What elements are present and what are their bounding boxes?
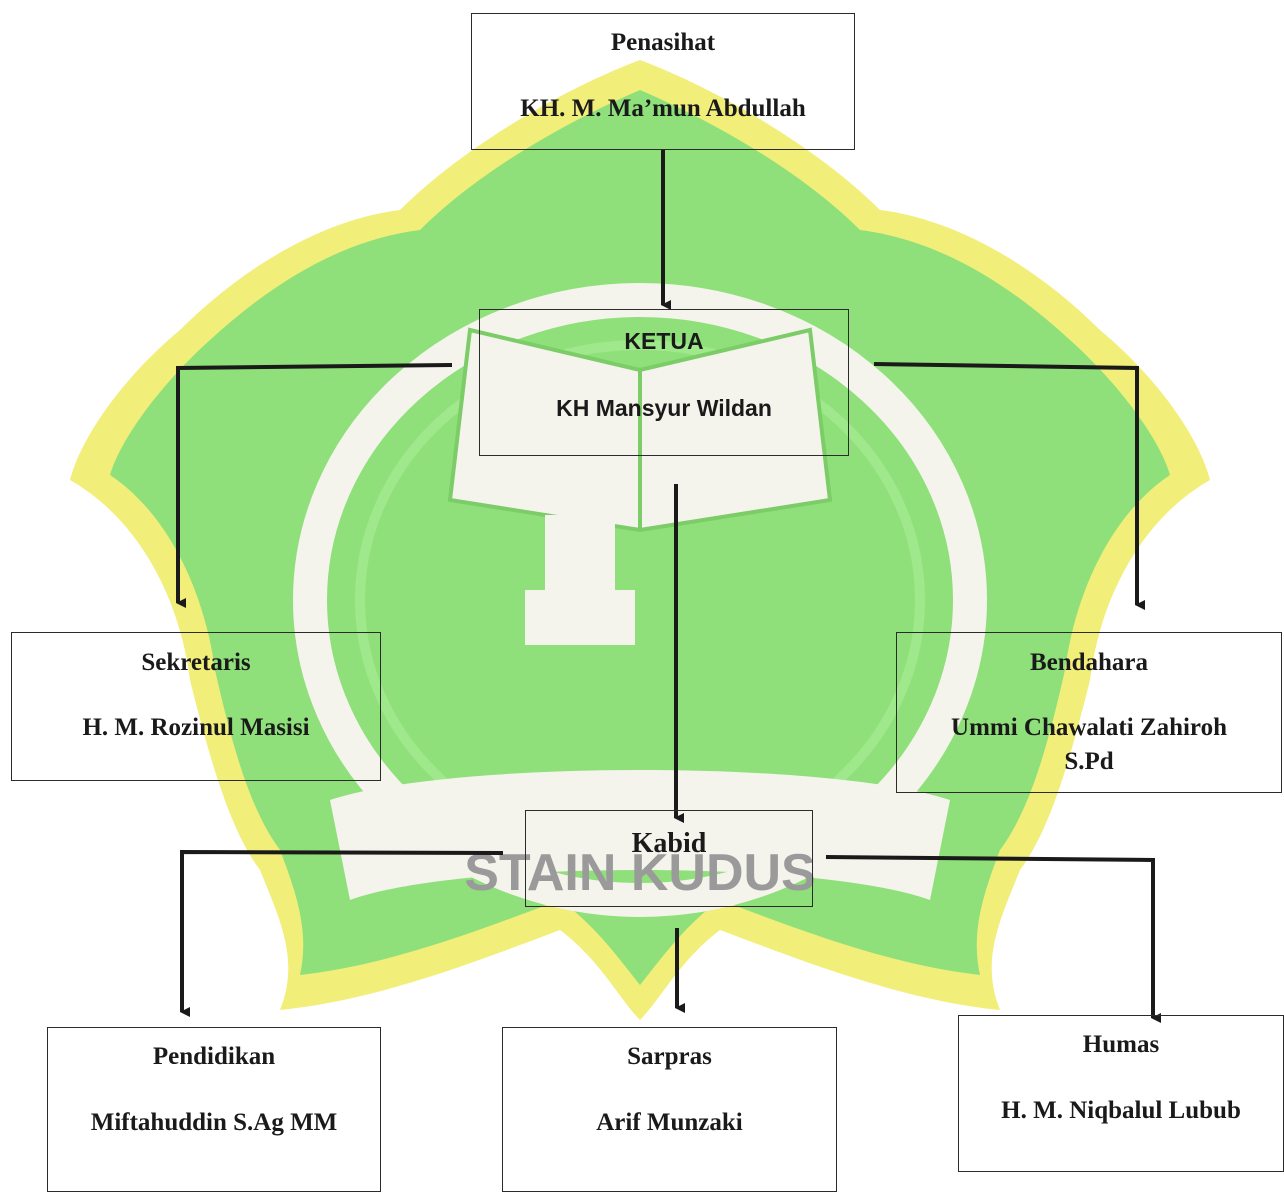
- penasihat-box: Penasihat KH. M. Ma’mun Abdullah: [471, 13, 855, 150]
- sekretaris-box: Sekretaris H. M. Rozinul Masisi: [11, 632, 381, 781]
- kabid-box: Kabid: [525, 810, 813, 907]
- humas-title: Humas: [1082, 1031, 1160, 1058]
- pendidikan-title: Pendidikan: [152, 1043, 276, 1070]
- sekretaris-name: H. M. Rozinul Masisi: [82, 714, 310, 741]
- sarpras-box: Sarpras Arif Munzaki: [502, 1027, 837, 1192]
- ketua-name: KH Mansyur Wildan: [556, 395, 772, 421]
- sarpras-title: Sarpras: [627, 1043, 712, 1070]
- penasihat-title: Penasihat: [610, 29, 716, 56]
- logo-text: STAIN KUDUS: [464, 844, 815, 902]
- bendahara-name-line2: S.Pd: [1064, 748, 1114, 775]
- sekretaris-title: Sekretaris: [141, 649, 251, 676]
- humas-name: H. M. Niqbalul Lubub: [1001, 1097, 1241, 1124]
- sarpras-name: Arif Munzaki: [596, 1109, 743, 1136]
- pendidikan-box: Pendidikan Miftahuddin S.Ag MM: [47, 1027, 381, 1192]
- ketua-title: KETUA: [624, 328, 704, 354]
- pendidikan-name: Miftahuddin S.Ag MM: [90, 1109, 338, 1136]
- arrow-kabid-to-pendidikan: [180, 849, 504, 1017]
- bendahara-box: Bendahara Ummi Chawalati Zahiroh S.Pd: [896, 632, 1282, 793]
- arrow-ketua-to-sekretaris: [176, 363, 453, 608]
- ketua-box: KETUA KH Mansyur Wildan: [479, 309, 849, 456]
- arrow-ketua-to-bendahara: [873, 362, 1145, 610]
- penasihat-name: KH. M. Ma’mun Abdullah: [520, 95, 806, 122]
- humas-box: Humas H. M. Niqbalul Lubub: [958, 1015, 1284, 1172]
- bendahara-title: Bendahara: [1029, 649, 1149, 676]
- kabid-title: Kabid: [631, 828, 707, 859]
- bendahara-name-line1: Ummi Chawalati Zahiroh: [951, 714, 1227, 741]
- logo-ring: [293, 283, 987, 917]
- arrow-kabid-to-humas: [825, 855, 1161, 1023]
- logo-ribbon: [330, 770, 950, 900]
